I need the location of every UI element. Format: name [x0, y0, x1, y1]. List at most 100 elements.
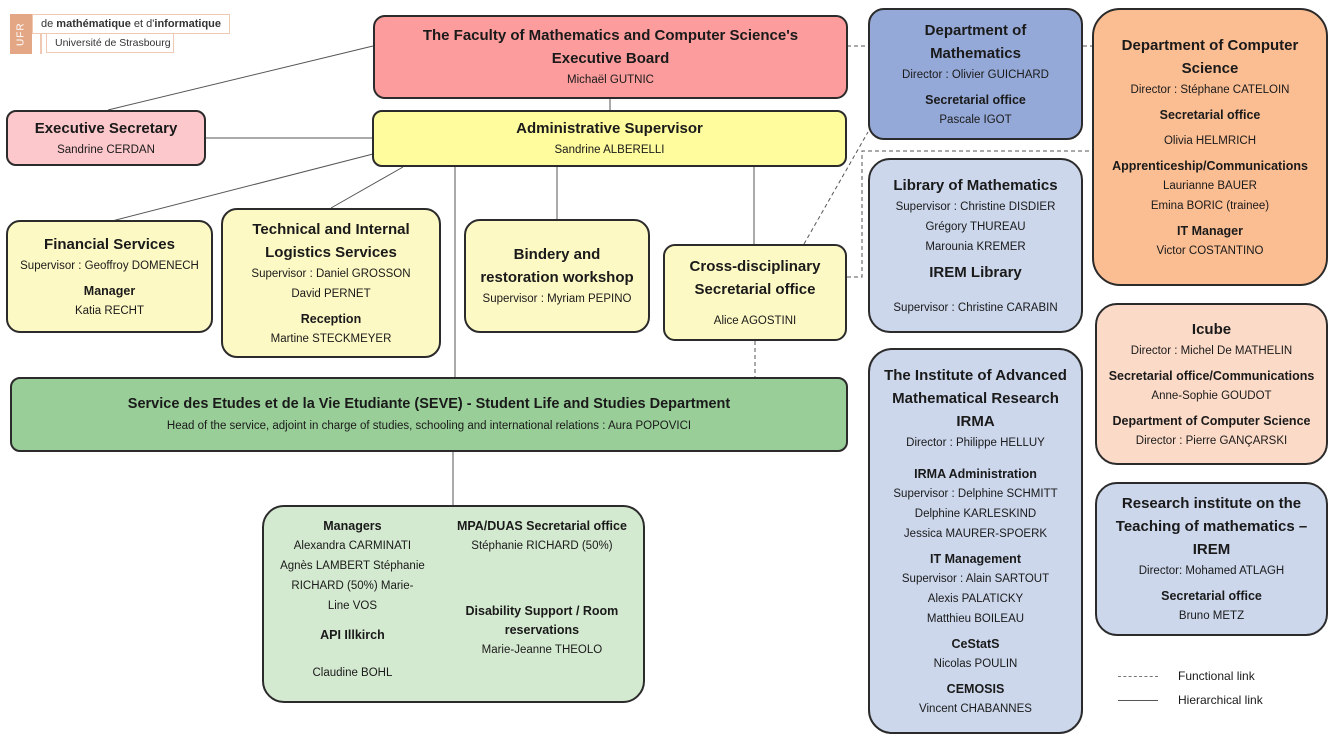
irem-title-3: IREM [1192, 541, 1231, 558]
logo-badge: UFR [10, 14, 32, 54]
flink-cross-math [803, 131, 869, 245]
executive-secretary-person: Sandrine CERDAN [57, 143, 155, 156]
flink-cross-library [847, 150, 1092, 278]
cemosis-heading: CEMOSIS [946, 681, 1005, 696]
icube-box[interactable]: Icube Director : Michel De MATHELIN Secr… [1095, 303, 1328, 465]
seve-staff-left: Managers Alexandra CARMINATI Agnès LAMBE… [280, 517, 425, 683]
irma-director: Director : Philippe HELLUY [906, 436, 1045, 449]
seve-staff-box[interactable]: Managers Alexandra CARMINATI Agnès LAMBE… [262, 505, 645, 703]
dept-math-title-1: Department of [924, 21, 1027, 39]
library-staff: Marounia KREMER [925, 240, 1026, 253]
dept-cs-secretariat-heading: Secretarial office [1159, 107, 1261, 122]
dashed-line-icon [1118, 675, 1158, 677]
irem-secretariat-heading: Secretarial office [1161, 589, 1262, 603]
dept-cs-director: Director : Stéphane CATELOIN [1130, 83, 1290, 96]
executive-board-title-2: Executive Board [551, 50, 670, 67]
irem-title-2: Teaching of mathematics – [1115, 518, 1308, 535]
logo-mathematique: mathématique [56, 18, 131, 30]
cemosis-person: Vincent CHABANNES [919, 702, 1032, 715]
legend-hierarchical: Hierarchical link [1118, 688, 1263, 712]
disability-heading-2: reservations [504, 623, 580, 637]
link-board-secretary [107, 45, 374, 111]
irem-director: Director: Mohamed ATLAGH [1138, 565, 1285, 577]
executive-secretary-box[interactable]: Executive Secretary Sandrine CERDAN [6, 110, 206, 166]
dept-cs-title-1: Department of Computer [1121, 36, 1299, 54]
icube-secretariat-heading: Secretarial office/Communications [1108, 368, 1315, 383]
executive-board-title-1: The Faculty of Mathematics and Computer … [422, 27, 799, 44]
technical-logistics-supervisor: Supervisor : Daniel GROSSON [251, 267, 411, 280]
library-staff: Grégory THUREAU [925, 220, 1026, 233]
irma-title-3: IRMA [956, 412, 995, 430]
dept-cs-apprentice: Laurianne BAUER [1163, 179, 1257, 192]
seve-staff-right: MPA/DUAS Secretarial office Stéphanie RI… [457, 517, 627, 660]
administrative-supervisor-person: Sandrine ALBERELLI [554, 144, 665, 156]
logo-mid: et d' [130, 18, 155, 30]
api-person: Claudine BOHL [312, 667, 393, 679]
dept-cs-title-2: Science [1181, 59, 1239, 77]
administrative-supervisor-title: Administrative Supervisor [516, 120, 703, 137]
dept-math-director: Director : Olivier GUICHARD [902, 68, 1049, 81]
dept-cs-secretariat: Olivia HELMRICH [1163, 134, 1256, 147]
api-heading: API Illkirch [320, 628, 385, 642]
irem-secretariat: Bruno METZ [1178, 610, 1245, 622]
irma-box[interactable]: The Institute of Advanced Mathematical R… [868, 348, 1083, 734]
irem-box[interactable]: Research institute on the Teaching of ma… [1095, 482, 1328, 636]
financial-services-supervisor: Supervisor : Geoffroy DOMENECH [20, 259, 199, 272]
link-supervisor-technical [330, 166, 404, 209]
dept-cs-box[interactable]: Department of Computer Science Director … [1092, 8, 1328, 286]
legend-functional-label: Functional link [1178, 669, 1255, 683]
financial-services-box[interactable]: Financial Services Supervisor : Geoffroy… [6, 220, 213, 333]
administrative-supervisor-box[interactable]: Administrative Supervisor Sandrine ALBER… [372, 110, 847, 167]
irma-title-1: The Institute of Advanced [884, 366, 1067, 384]
manager-line: RICHARD (50%) Marie- [291, 580, 414, 592]
irma-it: Matthieu BOILEAU [926, 612, 1025, 625]
seve-title: Service des Etudes et de la Vie Etudiant… [127, 396, 731, 412]
dept-cs-apprentice: Emina BORIC (trainee) [1150, 199, 1270, 212]
manager-line: Alexandra CARMINATI [293, 540, 412, 552]
functional-links [754, 45, 1092, 378]
bindery-title-1: Bindery and [513, 246, 601, 263]
dept-math-box[interactable]: Department of Mathematics Director : Oli… [868, 8, 1083, 140]
seve-box[interactable]: Service des Etudes et de la Vie Etudiant… [10, 377, 848, 452]
irma-admin-heading: IRMA Administration [914, 466, 1037, 481]
disability-person: Marie-Jeanne THEOLO [481, 644, 603, 656]
irma-admin: Supervisor : Delphine SCHMITT [893, 487, 1058, 500]
manager-line: Line VOS [327, 600, 378, 612]
cross-disciplinary-person: Alice AGOSTINI [713, 314, 797, 327]
seve-head: Head of the service, adjoint in charge o… [166, 420, 692, 432]
bindery-supervisor: Supervisor : Myriam PEPINO [482, 293, 632, 305]
logo-divider [40, 34, 42, 54]
managers-heading: Managers [323, 519, 382, 533]
dept-math-secretariat: Pascale IGOT [939, 113, 1012, 126]
logo-line2: Université de Strasbourg [46, 34, 174, 53]
reception-person: Martine STECKMEYER [270, 332, 392, 345]
dept-cs-apprentice-heading: Apprenticeship/Communications [1112, 158, 1308, 173]
dept-cs-it: Victor COSTANTINO [1156, 244, 1264, 257]
library-math-box[interactable]: Library of Mathematics Supervisor : Chri… [868, 158, 1083, 333]
logo-informatique: informatique [154, 18, 222, 30]
financial-services-title: Financial Services [44, 235, 175, 253]
library-math-supervisor: Supervisor : Christine DISDIER [895, 200, 1056, 213]
cross-disciplinary-title-1: Cross-disciplinary [689, 257, 821, 275]
financial-services-manager-heading: Manager [83, 283, 136, 298]
irma-it: Alexis PALATICKY [927, 592, 1024, 605]
cross-disciplinary-box[interactable]: Cross-disciplinary Secretarial office Al… [663, 244, 847, 341]
bindery-box[interactable]: Bindery and restoration workshop Supervi… [464, 219, 650, 333]
technical-logistics-box[interactable]: Technical and Internal Logistics Service… [221, 208, 441, 358]
icube-director: Director : Michel De MATHELIN [1130, 344, 1293, 357]
executive-board-person: Michaël GUTNIC [567, 74, 654, 86]
mpa-heading: MPA/DUAS Secretarial office [456, 519, 627, 533]
executive-board-box[interactable]: The Faculty of Mathematics and Computer … [373, 15, 848, 99]
manager-line: Agnès LAMBERT Stéphanie [280, 560, 425, 572]
executive-secretary-title: Executive Secretary [34, 119, 178, 137]
irma-it-heading: IT Management [930, 551, 1021, 566]
technical-logistics-title-1: Technical and Internal [252, 220, 410, 238]
link-supervisor-financial [111, 153, 374, 222]
logo-prefix: de [41, 18, 57, 30]
logo-line1: de mathématique et d'informatique [32, 14, 230, 34]
reception-heading: Reception [300, 311, 362, 326]
legend: Functional link Hierarchical link [1118, 664, 1263, 712]
dept-math-title-2: Mathematics [930, 44, 1021, 62]
mpa-person: Stéphanie RICHARD (50%) [471, 540, 613, 552]
